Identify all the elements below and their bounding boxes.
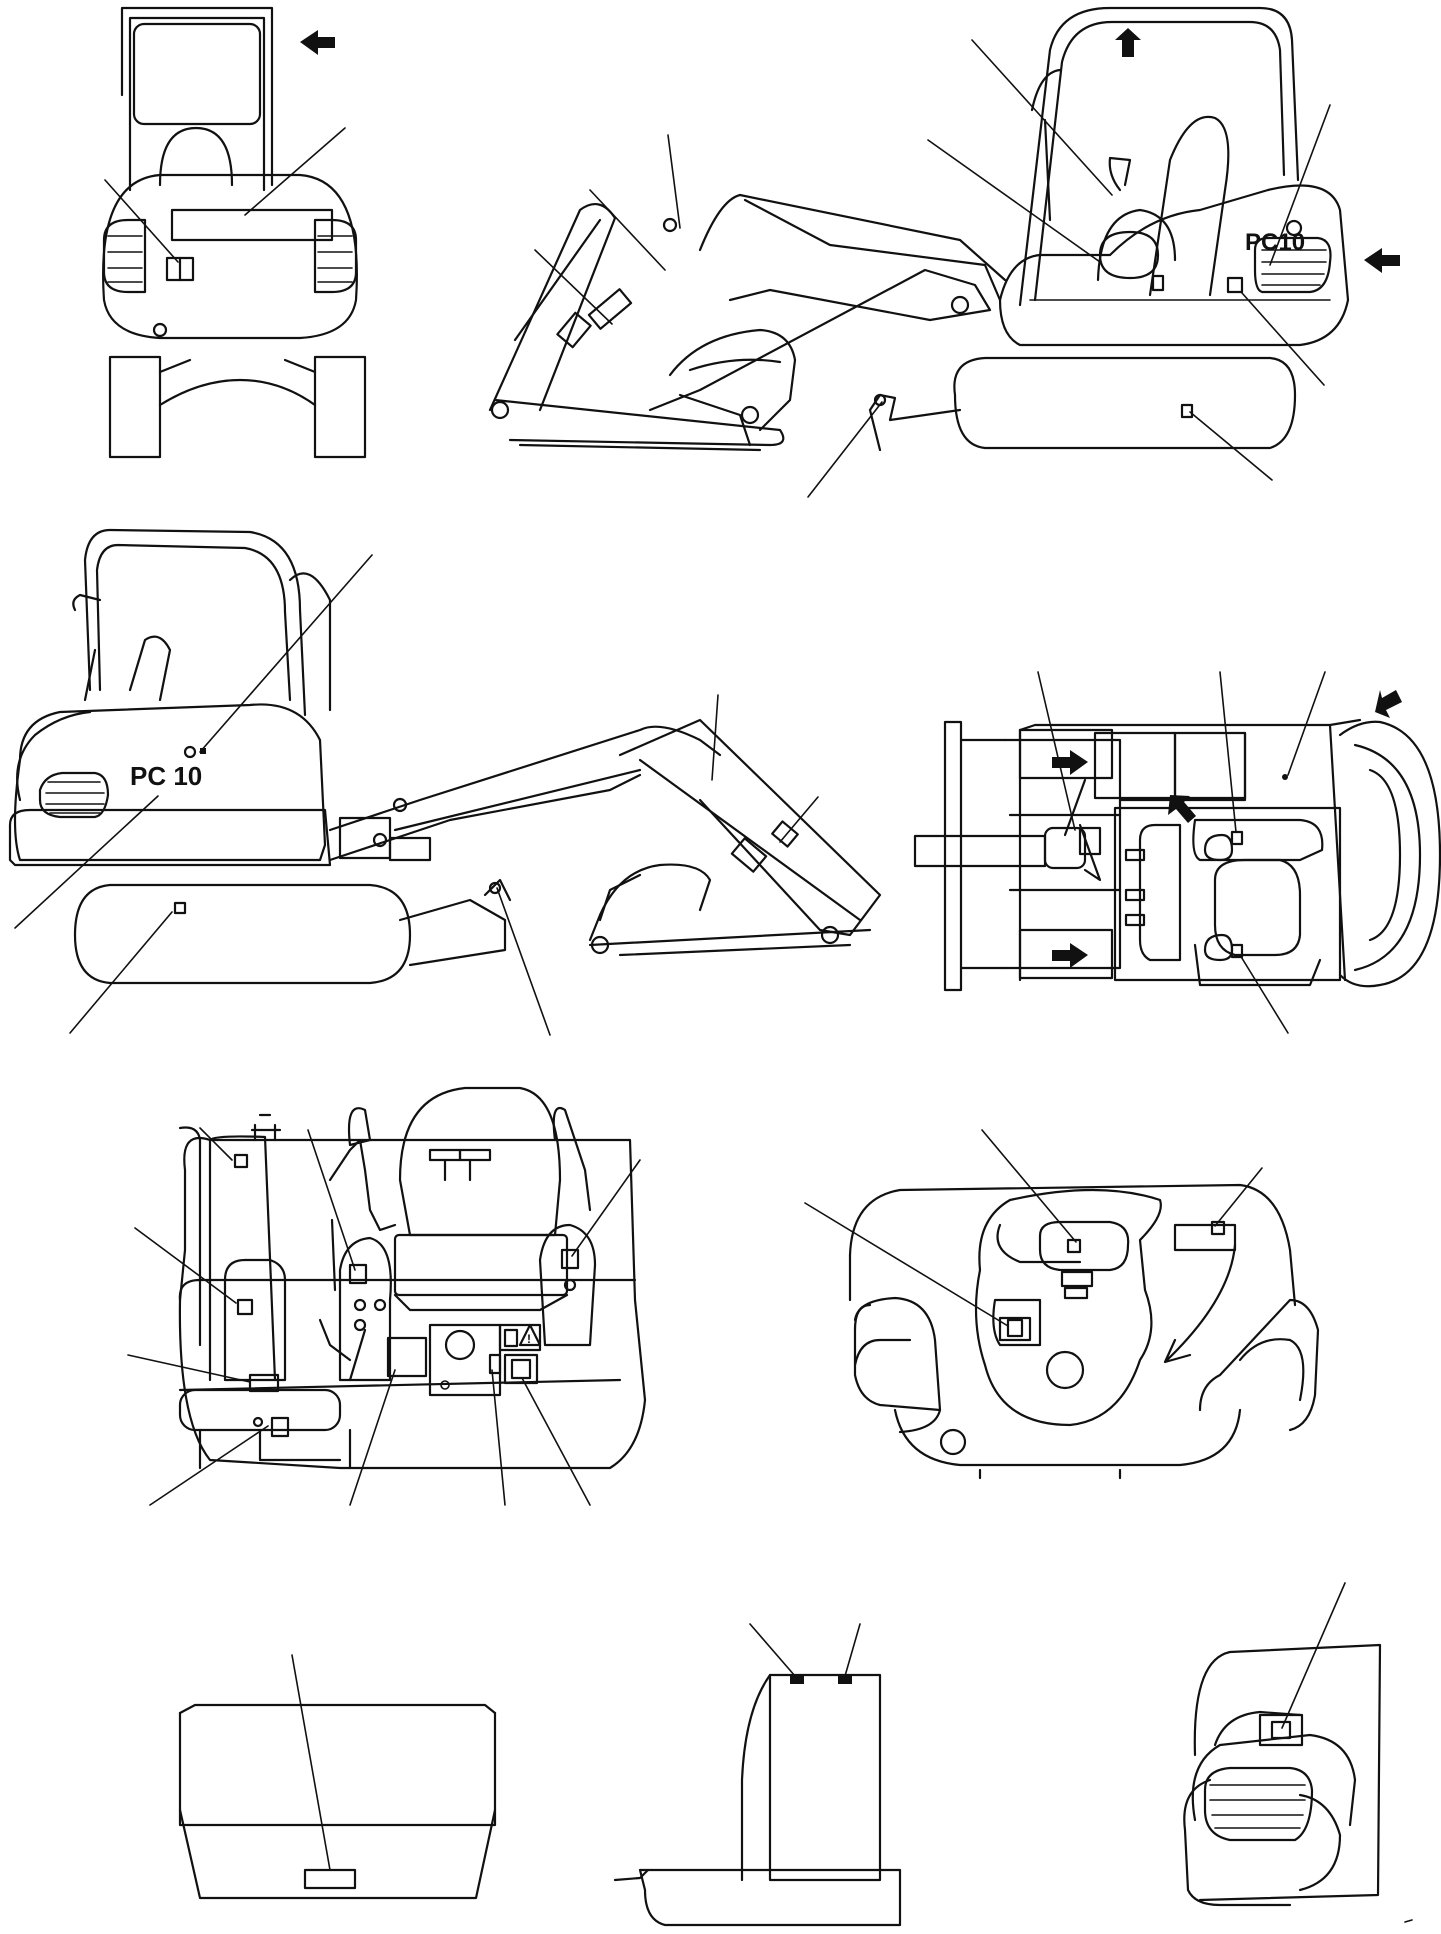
operator-deck-view: ! — [127, 1086, 647, 1506]
engine-compartment-view — [804, 1129, 1320, 1480]
arrow-icon — [1052, 943, 1088, 968]
rear-view — [102, 6, 367, 459]
seat-base-view — [613, 1623, 902, 1927]
top-view — [913, 671, 1441, 1034]
cover-view — [178, 1654, 497, 1900]
arrow-icon — [300, 30, 335, 55]
warning-glyph: ! — [527, 1332, 531, 1346]
arrow-icon — [1115, 28, 1141, 57]
arrow-icon — [1375, 690, 1402, 718]
warning-triangle-icon — [518, 1323, 542, 1347]
arrow-icon — [1052, 750, 1088, 775]
model-marking-left: PC 10 — [130, 761, 202, 791]
left-side-view: PC 10 — [8, 528, 882, 1036]
arrow-icon — [1364, 248, 1400, 273]
right-side-view: PC10 — [488, 6, 1400, 498]
side-cover-view — [1183, 1582, 1382, 1907]
rear-cover-label — [170, 208, 334, 242]
arrow-icon — [1168, 795, 1196, 823]
